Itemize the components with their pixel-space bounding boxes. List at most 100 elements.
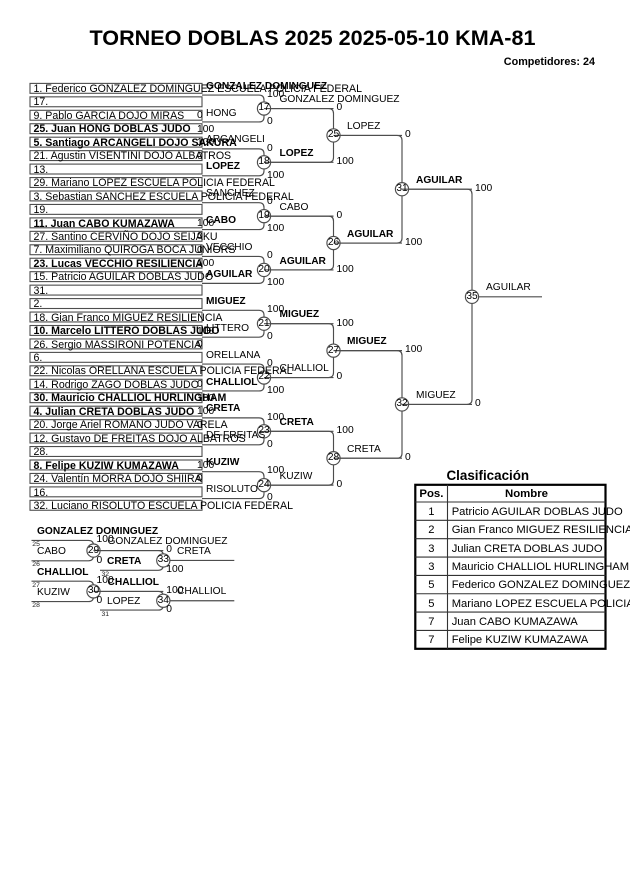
- competitor-box: [29, 311, 203, 323]
- match-score: 0: [96, 554, 103, 566]
- match-bracket: [402, 188, 473, 406]
- match-number: 33: [157, 554, 169, 566]
- match-score: 100: [267, 465, 285, 477]
- repechage-entrant-label: GONZALEZ DOMINGUEZ: [37, 526, 159, 537]
- first-round-score: 100: [197, 325, 215, 337]
- match-score: 0: [405, 452, 411, 464]
- competitor-box: [29, 486, 203, 498]
- competitor-box: [29, 271, 203, 283]
- round2-entrant-label: HONG: [206, 107, 237, 119]
- competitor-box: [29, 472, 203, 484]
- match-score: 100: [336, 156, 354, 168]
- repechage-source-match: 32: [101, 570, 110, 578]
- match-winner-label: AGUILAR: [486, 282, 531, 294]
- match-winner-label: AGUILAR: [347, 228, 394, 240]
- first-round-score: 0: [197, 338, 203, 350]
- standings-position: 1: [428, 505, 435, 518]
- first-round-score: 0: [197, 419, 203, 431]
- match-winner-label: GONZALEZ DOMINGUEZ: [279, 94, 400, 106]
- match-number: 30: [87, 585, 100, 597]
- competitor-box: [29, 459, 203, 471]
- competitor-name: 26. Sergio MASSIRONI POTENCIA: [33, 338, 202, 351]
- competitor-box: [29, 190, 203, 202]
- match-winner-label: MIGUEZ: [416, 390, 456, 402]
- match-number: 24: [258, 479, 270, 491]
- match-score: 100: [405, 236, 423, 248]
- match-score: 0: [267, 196, 273, 208]
- competitor-box: [29, 150, 203, 162]
- competitor-box: [29, 96, 203, 108]
- standings-position: 5: [428, 597, 435, 610]
- match-number: 26: [327, 236, 340, 248]
- first-round-score: 0: [197, 379, 203, 391]
- match-score: 0: [267, 438, 273, 450]
- competitor-box: [29, 445, 203, 457]
- match-score: 100: [267, 169, 285, 181]
- competitor-name: 30. Mauricio CHALLIOL HURLINGHAM: [33, 392, 227, 405]
- competitor-box: [29, 230, 203, 242]
- competitor-name: 2.: [33, 298, 43, 311]
- competitor-box: [29, 432, 203, 444]
- competitor-name: 11. Juan CABO KUMAZAWA: [33, 217, 175, 230]
- round2-entrant-label: CRETA: [206, 403, 241, 415]
- competitor-box: [29, 177, 203, 189]
- first-round-score: 100: [197, 258, 215, 270]
- match-score: 0: [267, 142, 273, 154]
- first-round-score: 0: [197, 244, 203, 256]
- first-round-score: 100: [197, 460, 215, 471]
- match-score: 0: [336, 102, 343, 114]
- first-round-score: 100: [197, 123, 215, 135]
- match-number: 27: [327, 344, 340, 356]
- match-score: 0: [475, 398, 481, 410]
- standings-name: Juan CABO KUMAZAWA: [451, 615, 578, 628]
- standings-name: Gian Franco MIGUEZ RESILIENCIA: [451, 524, 630, 537]
- competitor-box: [29, 405, 203, 417]
- match-winner-label: CABO: [279, 201, 309, 213]
- match-score: 100: [336, 425, 354, 437]
- first-round-score: 0: [197, 110, 203, 122]
- match-score: 100: [96, 534, 114, 546]
- competitor-name: 3. Sebastian SANCHEZ ESCUELA POLICIA FED…: [33, 190, 294, 203]
- standings-position: 3: [428, 542, 435, 555]
- competitor-name: 10. Marcelo LITTERO DOBLAS JUDO: [33, 325, 220, 338]
- first-round-score: 100: [197, 137, 215, 149]
- repechage-dropin-label: LOPEZ: [107, 595, 141, 607]
- repechage-entrant-label: KUZIW: [37, 587, 70, 599]
- match-score: 100: [96, 575, 114, 586]
- competitor-box: [29, 298, 203, 310]
- competitor-name: 21. Agustin VISENTINI DOJO ALBATROS: [33, 150, 232, 163]
- match-bracket: [333, 134, 403, 244]
- competitor-name: 6.: [33, 352, 43, 364]
- first-round-score: 100: [197, 406, 215, 418]
- match-score: 100: [405, 344, 423, 356]
- match-score: 0: [267, 250, 273, 262]
- match-number: 20: [258, 263, 270, 275]
- match-winner-label: CHALLIOL: [177, 586, 227, 598]
- round2-entrant-label: CHALLIOL: [206, 376, 258, 388]
- competitors-count: Competidores: 24: [503, 56, 595, 68]
- standings-name: Felipe KUZIW KUMAZAWA: [451, 634, 589, 647]
- match-winner-label: MIGUEZ: [347, 336, 387, 348]
- competitor-box: [29, 365, 203, 377]
- competitor-box: [29, 217, 203, 229]
- competitor-box: [29, 338, 203, 350]
- match-number: 22: [258, 371, 270, 383]
- match-score: 0: [267, 492, 273, 504]
- match-score: 100: [336, 317, 354, 329]
- match-score: 100: [166, 564, 184, 576]
- standings-position: 7: [428, 634, 435, 647]
- match-score: 100: [267, 304, 285, 316]
- competitor-name: 32. Luciano RISOLUTO ESCUELA POLICIA FED…: [33, 499, 293, 512]
- repechage-source-match: 25: [32, 541, 40, 548]
- competitor-name: 16.: [33, 486, 49, 499]
- match-winner-label: KUZIW: [279, 470, 313, 482]
- first-round-score: 100: [197, 392, 215, 404]
- competitor-box: [29, 324, 203, 336]
- repechage-dropin-label: CRETA: [107, 555, 142, 567]
- standings-position: 2: [428, 524, 435, 537]
- match-number: 19: [258, 210, 270, 222]
- repechage-entrant-label: CABO: [37, 546, 66, 558]
- match-winner-label: CRETA: [177, 546, 211, 558]
- match-number: 32: [396, 398, 408, 410]
